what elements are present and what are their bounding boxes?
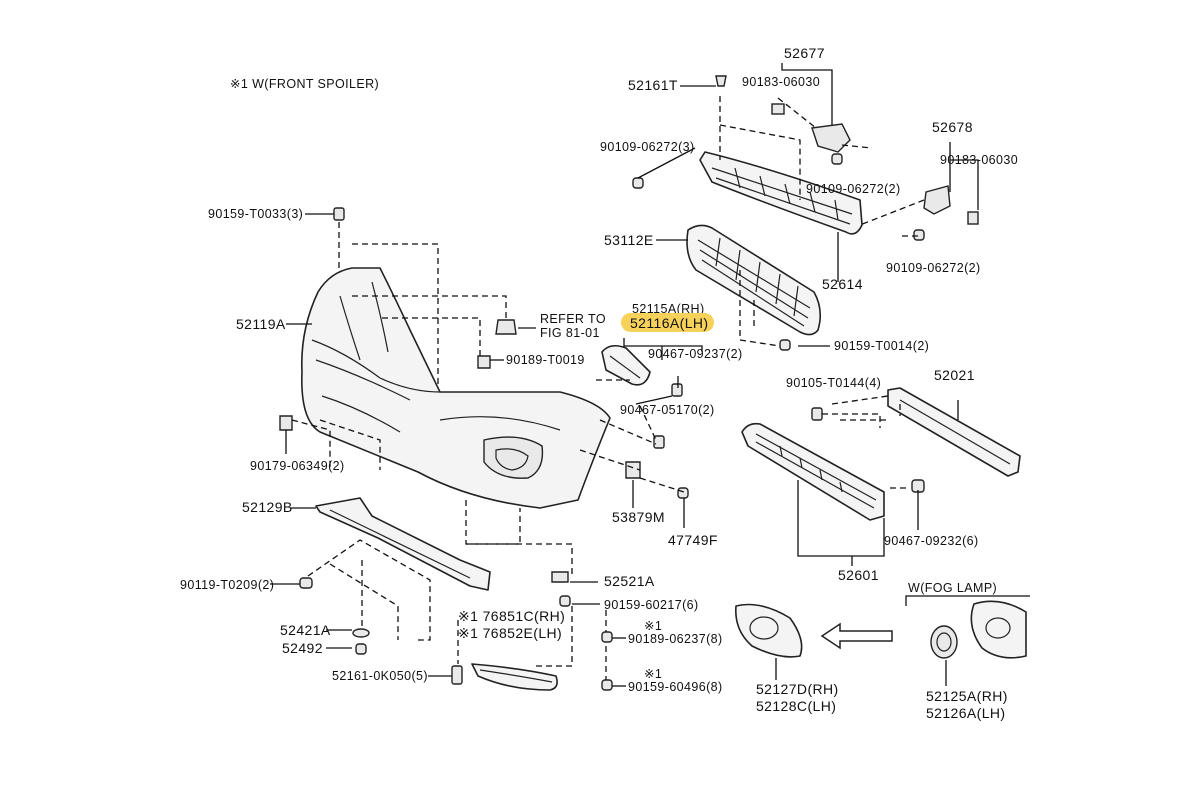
part-label-52119a[interactable]: 52119A <box>236 316 286 332</box>
fog-lamp-cover-52127d[interactable] <box>735 603 803 658</box>
part-label-52125a[interactable]: 52125A(RH) <box>926 688 1008 704</box>
part-label-90467-05170[interactable]: 90467-05170(2) <box>620 403 715 417</box>
highlight-52116a <box>621 313 714 332</box>
part-label-52161-0k050[interactable]: 52161-0K050(5) <box>332 669 428 683</box>
part-label-76852e[interactable]: ※1 76852E(LH) <box>458 625 562 641</box>
bracket-52677[interactable] <box>771 103 851 153</box>
part-label-90159-t0014[interactable]: 90159-T0014(2) <box>834 339 929 353</box>
part-label-90189-t0019[interactable]: 90189-T0019 <box>506 353 585 367</box>
part-label-90467-09232[interactable]: 90467-09232(6) <box>884 534 979 548</box>
part-label-52116a[interactable]: 52116A(LH) <box>630 315 708 331</box>
part-label-52161t[interactable]: 52161T <box>628 77 678 93</box>
note-star1-b: ※1 <box>644 667 662 681</box>
part-label-90159-60217[interactable]: 90159-60217(6) <box>604 598 699 612</box>
part-label-90109-06272-2a[interactable]: 90109-06272(2) <box>806 182 901 196</box>
part-label-47749f[interactable]: 47749F <box>668 532 718 548</box>
left-arrow-icon <box>820 622 893 650</box>
part-label-52021[interactable]: 52021 <box>934 367 975 383</box>
refer-to-line1: REFER TO <box>540 312 606 326</box>
spoiler-note: ※1 W(FRONT SPOILER) <box>230 77 379 91</box>
part-label-52614[interactable]: 52614 <box>822 276 863 292</box>
main-grille[interactable] <box>686 224 822 336</box>
part-label-90119-t0209[interactable]: 90119-T0209(2) <box>180 578 274 592</box>
part-label-90159-t0033[interactable]: 90159-T0033(3) <box>208 207 303 221</box>
refer-to-line2[interactable]: FIG 81-01 <box>540 326 600 340</box>
fog-lamp-group-outline <box>905 595 1030 606</box>
fog-lamp-cover-52125a[interactable] <box>930 600 1027 659</box>
part-label-52127d[interactable]: 52127D(RH) <box>756 681 839 697</box>
part-label-90109-06272-2b[interactable]: 90109-06272(2) <box>886 261 981 275</box>
part-label-52129b[interactable]: 52129B <box>242 499 293 515</box>
part-label-52115a[interactable]: 52115A(RH) <box>632 302 705 316</box>
upper-grille[interactable] <box>699 151 863 235</box>
bumper-cover[interactable] <box>301 267 611 509</box>
reinforcement-52021[interactable] <box>887 387 1021 477</box>
part-label-53879m[interactable]: 53879M <box>612 509 665 525</box>
spoiler-76851c[interactable] <box>471 663 558 691</box>
part-label-90105-t0144[interactable]: 90105-T0144(4) <box>786 376 881 390</box>
part-label-90189-06237[interactable]: 90189-06237(8) <box>628 632 723 646</box>
part-label-52601[interactable]: 52601 <box>838 567 879 583</box>
part-label-52128c[interactable]: 52128C(LH) <box>756 698 836 714</box>
bracket-52678[interactable] <box>923 185 979 225</box>
under-cover-52129b[interactable] <box>315 497 491 591</box>
fastener-icons <box>279 75 925 691</box>
part-label-52421a[interactable]: 52421A <box>280 622 331 638</box>
absorber-52601[interactable] <box>741 422 885 521</box>
part-label-52126a[interactable]: 52126A(LH) <box>926 705 1006 721</box>
part-label-90109-06272-3[interactable]: 90109-06272(3) <box>600 140 695 154</box>
part-label-90159-60496[interactable]: 90159-60496(8) <box>628 680 723 694</box>
part-label-52678[interactable]: 52678 <box>932 119 973 135</box>
part-label-90179-06349[interactable]: 90179-06349(2) <box>250 459 345 473</box>
part-label-52521a[interactable]: 52521A <box>604 573 655 589</box>
part-label-52677[interactable]: 52677 <box>784 45 825 61</box>
leader-lines <box>270 63 979 687</box>
part-label-90183-06030-b[interactable]: 90183-06030 <box>940 153 1018 167</box>
part-label-76851c[interactable]: ※1 76851C(RH) <box>458 608 565 624</box>
part-label-90467-09237[interactable]: 90467-09237(2) <box>648 347 743 361</box>
note-star1-a: ※1 <box>644 619 662 633</box>
fog-lamp-note: W(FOG LAMP) <box>908 581 997 595</box>
part-label-52492[interactable]: 52492 <box>282 640 323 656</box>
part-label-90183-06030-a[interactable]: 90183-06030 <box>742 75 820 89</box>
bracket-52116a[interactable] <box>601 344 651 386</box>
part-label-53112e[interactable]: 53112E <box>604 232 654 248</box>
